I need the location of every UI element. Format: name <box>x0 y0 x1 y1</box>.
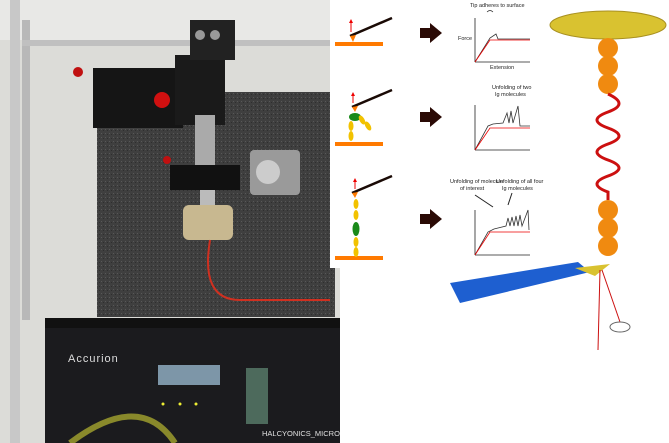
afm-molecule-3d <box>450 10 667 351</box>
svg-text:Extension: Extension <box>490 65 514 71</box>
frame-post-left <box>10 0 20 443</box>
instrument-photo: Accurion HALCYONICS_MICRO <box>0 0 340 443</box>
caption-b-line1: Unfolding of all four <box>496 179 544 185</box>
panel-3: Unfolding of molecule of interest Unfold… <box>335 174 544 260</box>
svg-text:of interest: of interest <box>460 186 485 192</box>
arrow-icon <box>420 23 442 43</box>
svg-text:Tip adheres to surface: Tip adheres to surface <box>470 3 525 9</box>
red-knob <box>154 92 170 108</box>
model-logo: HALCYONICS_MICRO <box>262 429 340 438</box>
unfolded-spring <box>595 92 621 200</box>
beads-bottom <box>598 200 618 256</box>
cantilever <box>450 262 590 303</box>
panel-1: Tip adheres to surface Force Extension <box>335 3 530 71</box>
display-panel <box>158 365 220 385</box>
beads-top <box>598 38 618 94</box>
svg-text:Unfolding of molecule: Unfolding of molecule <box>450 179 503 185</box>
detector <box>609 321 631 333</box>
svg-text:Ig molecules: Ig molecules <box>495 92 526 98</box>
top-plate <box>549 10 667 40</box>
svg-text:Unfolding of two: Unfolding of two <box>492 85 531 91</box>
unfolding-schematic: Tip adheres to surface Force Extension U… <box>330 0 550 268</box>
frame-post-right <box>22 20 30 320</box>
panel-2: Unfolding of two Ig molecules <box>335 85 531 151</box>
svg-text:Force: Force <box>458 36 472 42</box>
svg-text:Ig molecules: Ig molecules <box>502 186 533 192</box>
substrate <box>335 42 383 46</box>
brand-logo: Accurion <box>68 353 119 365</box>
